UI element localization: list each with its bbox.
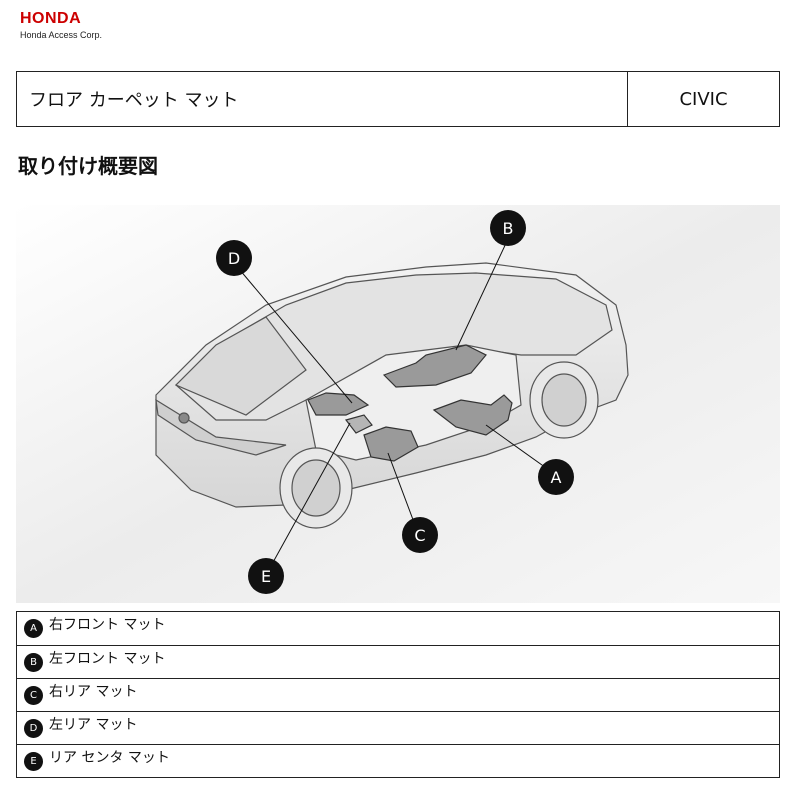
legend-label: リア センタ マット — [49, 749, 170, 766]
legend-badge: A — [24, 619, 43, 638]
parts-legend: A 右フロント マット B 左フロント マット C 右リア マット D 左リア … — [16, 611, 780, 778]
legend-badge: E — [24, 751, 43, 771]
leader-d — [233, 262, 353, 404]
brand-logo-text: HONDA — [20, 10, 82, 27]
rear-glass — [174, 316, 307, 416]
callout-d-label: D — [228, 249, 240, 268]
legend-row: C 右リア マット — [17, 678, 779, 711]
mat-rear-center — [344, 414, 373, 434]
honda-logo: HONDA Honda Access Corp. — [20, 10, 102, 41]
section-heading: 取り付け概要図 — [18, 154, 158, 178]
callout-c-label: C — [414, 526, 425, 545]
callout-a: A — [538, 459, 574, 495]
leader-lines — [233, 238, 557, 576]
legend-label: 右フロント マット — [49, 617, 166, 633]
leader-e — [265, 422, 351, 576]
mat-right-front — [432, 394, 513, 436]
legend-row: E リア センタ マット — [17, 744, 779, 777]
callout-d: D — [216, 240, 252, 276]
leader-b — [455, 238, 509, 351]
brand-subtitle: Honda Access Corp. — [20, 30, 103, 40]
legend-row: D 左リア マット — [17, 711, 779, 744]
model-name: CIVIC — [679, 88, 728, 110]
callout-a-label: A — [551, 468, 562, 487]
legend-badge: D — [24, 718, 43, 738]
rear-emblem — [178, 412, 190, 424]
callout-b-label: B — [503, 219, 514, 238]
title-table: フロア カーペット マット CIVIC — [16, 71, 780, 127]
installation-diagram: A B C D E — [16, 205, 780, 603]
legend-row: B 左フロント マット — [17, 645, 779, 678]
mat-left-front — [382, 344, 487, 388]
callout-e-label: E — [261, 567, 271, 586]
legend-label: 左フロント マット — [49, 650, 166, 667]
tail-light — [155, 398, 287, 456]
legend-label: 右リア マット — [49, 683, 138, 700]
legend-row: A 右フロント マット — [17, 612, 779, 645]
callout-e: E — [248, 558, 284, 594]
legend-label: 左リア マット — [49, 716, 138, 733]
product-name: フロア カーペット マット — [17, 72, 628, 126]
callout-b: B — [490, 210, 526, 246]
mat-left-rear — [307, 392, 370, 416]
legend-badge: B — [24, 652, 43, 672]
floor-mats — [307, 344, 513, 462]
callout-c: C — [402, 517, 438, 553]
mat-right-rear — [363, 426, 419, 462]
legend-badge: C — [24, 685, 43, 705]
